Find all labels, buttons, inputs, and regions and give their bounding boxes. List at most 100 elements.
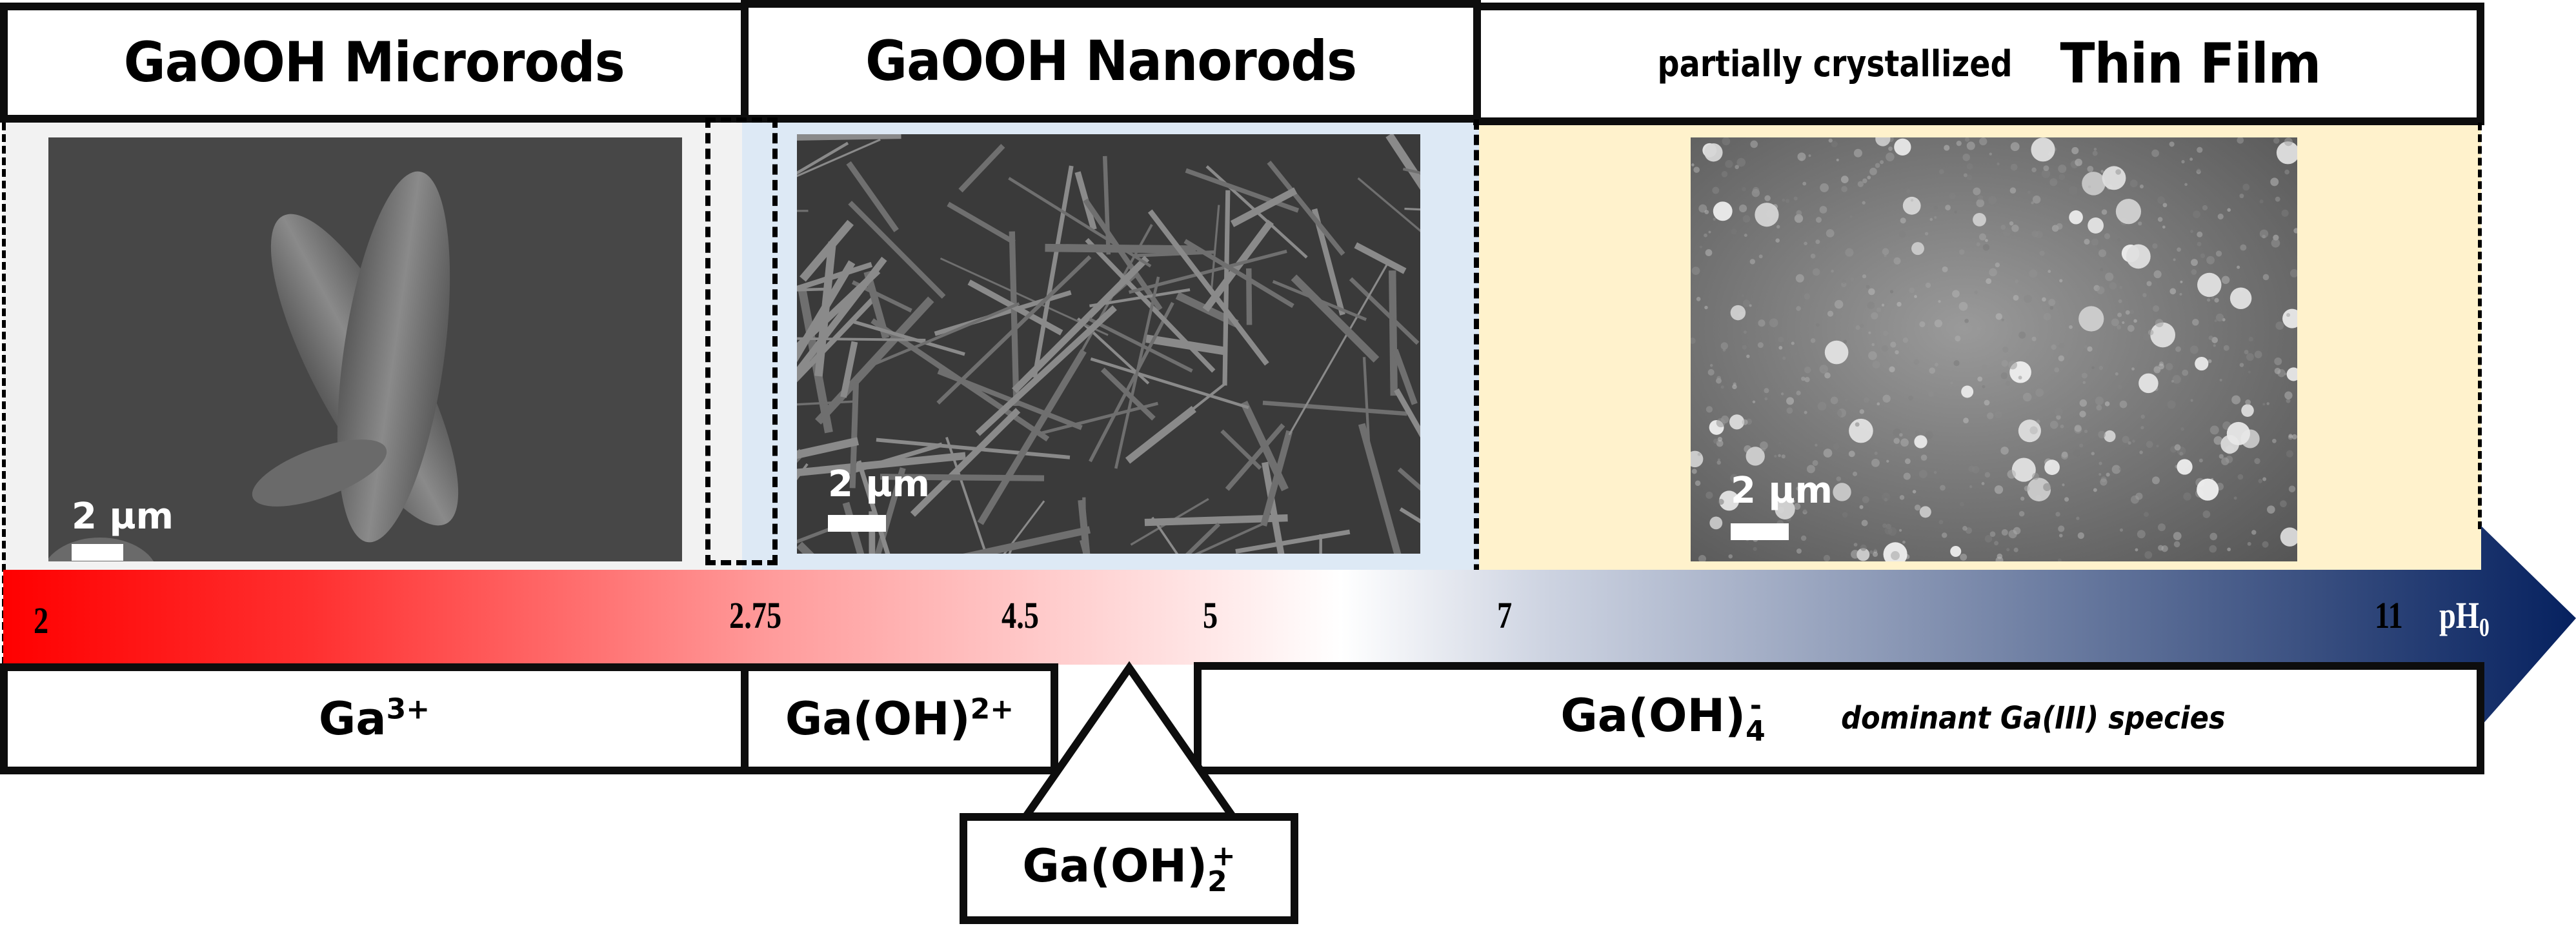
film-grain	[2106, 472, 2110, 477]
film-grain	[2091, 238, 2098, 246]
film-grain	[2126, 244, 2151, 269]
film-grain	[1933, 206, 1938, 210]
film-grain	[1942, 266, 1948, 272]
film-grain	[2240, 244, 2247, 251]
film-grain	[2100, 478, 2108, 486]
film-grain	[1982, 385, 1986, 388]
film-grain	[2247, 541, 2251, 546]
film-grain	[1833, 483, 1851, 501]
film-grain	[2127, 325, 2135, 332]
film-grain	[1691, 163, 1695, 166]
film-grain	[2105, 272, 2114, 281]
film-grain	[1852, 471, 1858, 476]
nanorod	[1210, 205, 1220, 290]
film-grain	[1969, 485, 1973, 488]
film-grain	[2197, 231, 2203, 237]
film-grain	[2259, 229, 2269, 238]
film-grain	[1897, 301, 1902, 307]
film-grain	[1914, 295, 1917, 298]
film-grain	[1704, 305, 1708, 310]
film-grain	[1693, 166, 1700, 173]
film-grain	[1722, 348, 1726, 352]
film-grain	[2027, 478, 2051, 501]
film-grain	[1882, 394, 1891, 403]
film-grain	[1713, 217, 1716, 221]
film-grain	[2042, 297, 2046, 302]
film-grain	[1988, 196, 1997, 205]
film-grain	[1994, 541, 1999, 546]
film-grain	[2115, 372, 2118, 376]
film-grain	[1984, 399, 1990, 406]
film-grain	[2018, 510, 2025, 517]
ph-arrow	[3, 526, 2576, 726]
film-grain	[1758, 319, 1766, 327]
film-grain	[1976, 327, 1980, 331]
film-grain	[2138, 373, 2158, 394]
film-grain	[1743, 330, 1747, 334]
film-grain	[1867, 176, 1871, 179]
film-grain	[2058, 174, 2066, 181]
film-grain	[2054, 367, 2060, 373]
film-grain	[1793, 196, 1798, 201]
film-grain	[2013, 527, 2021, 535]
film-grain	[2098, 249, 2107, 257]
film-grain	[1826, 229, 1835, 237]
nanorod	[797, 138, 881, 177]
film-grain	[1810, 338, 1816, 343]
nanorod	[1288, 261, 1390, 436]
film-grain	[2013, 294, 2019, 301]
film-grain	[1862, 274, 1867, 279]
ph-tick-5: 5	[1203, 594, 1218, 636]
nanorod	[1291, 274, 1380, 363]
film-grain	[1877, 402, 1880, 406]
film-grain	[2286, 313, 2291, 317]
film-grain	[2199, 458, 2203, 463]
film-grain	[1925, 431, 1933, 439]
film-grain	[1914, 504, 1921, 511]
film-grain	[1713, 201, 1733, 221]
film-grain	[2074, 425, 2082, 432]
film-grain	[1804, 293, 1811, 300]
film-grain	[2011, 458, 2036, 482]
film-grain	[1735, 165, 1739, 170]
film-grain	[1717, 458, 1721, 461]
film-grain	[1900, 438, 1909, 447]
film-grain	[1973, 187, 1981, 196]
film-grain	[1762, 447, 1766, 452]
film-grain	[1898, 528, 1902, 532]
nanorod	[1009, 231, 1020, 407]
film-grain	[2202, 205, 2208, 211]
film-grain	[2206, 256, 2215, 265]
film-grain	[1902, 196, 1921, 215]
nanorod	[1194, 521, 1268, 554]
film-grain	[1815, 443, 1818, 447]
film-grain	[1836, 476, 1842, 481]
nanorod	[856, 460, 891, 554]
film-grain	[2104, 233, 2111, 239]
film-grain	[2013, 547, 2018, 552]
nanorod	[797, 437, 860, 459]
film-grain	[1908, 396, 1913, 401]
film-grain	[2219, 378, 2222, 382]
header-thin-film: partially crystallized Thin Film	[1473, 3, 2484, 125]
film-grain	[1834, 299, 1844, 309]
film-grain	[2189, 345, 2199, 354]
film-grain	[1752, 186, 1760, 194]
film-grain	[2181, 160, 2185, 164]
film-grain	[2179, 292, 2182, 296]
film-grain	[1880, 160, 1884, 165]
film-grain	[2239, 194, 2244, 199]
nanorod	[853, 320, 965, 356]
film-grain	[2291, 434, 2297, 439]
nanorod	[945, 436, 987, 554]
film-grain	[2288, 434, 2293, 438]
film-grain	[2058, 525, 2065, 532]
film-grain	[1831, 141, 1838, 148]
nanorod	[1272, 279, 1367, 321]
species-gaoh4minus-label: Ga(OH)4-	[1560, 689, 1766, 748]
film-grain	[2208, 336, 2213, 341]
film-grain	[1911, 242, 1924, 256]
species-gaoh2plus-label: Ga(OH)2+	[785, 692, 1014, 745]
film-grain	[1959, 501, 1964, 507]
film-grain	[2183, 492, 2191, 501]
